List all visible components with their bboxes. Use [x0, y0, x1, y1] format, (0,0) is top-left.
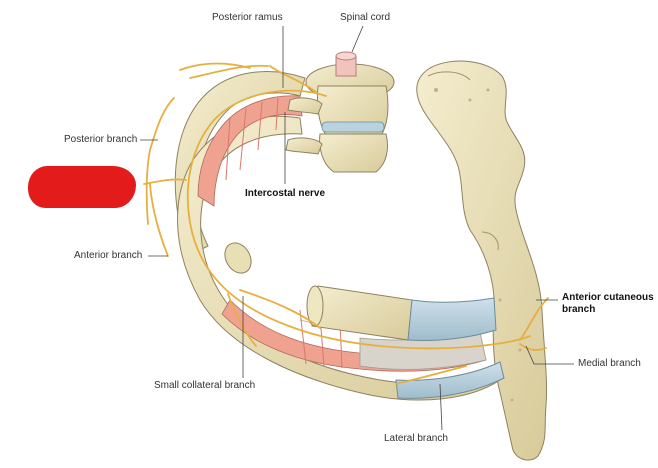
- label-lateral-branch: Lateral branch: [384, 433, 448, 444]
- spinal-cord: [335, 51, 357, 77]
- medial-branch: [519, 343, 547, 351]
- label-medial-branch: Medial branch: [578, 358, 641, 369]
- posterior-branch-twig: [145, 97, 175, 225]
- label-spinal-cord: Spinal cord: [340, 12, 391, 23]
- posterior-ramus: [269, 65, 317, 93]
- posterior-branch: [179, 62, 269, 79]
- leader-lines: [140, 25, 574, 431]
- costal-cartilage-upper: [407, 297, 497, 341]
- vertebra: [285, 63, 395, 173]
- intercostal-nerve: [186, 89, 531, 350]
- costal-cartilage-lower: [395, 361, 505, 399]
- lateral-branch: [395, 365, 467, 385]
- collateral-twig: [239, 289, 321, 329]
- label-anterior-cutaneous-line2: branch: [562, 304, 596, 315]
- anterior-rib-segment: [306, 285, 413, 341]
- nerves: [143, 62, 549, 385]
- anterior-branch-twig: [149, 183, 169, 257]
- sternum: [416, 60, 548, 461]
- anterior-cutaneous-branch: [519, 297, 549, 341]
- label-anterior-cutaneous-line1: Anterior cutaneous: [562, 292, 654, 303]
- label-small-collateral-branch: Small collateral branch: [154, 380, 256, 391]
- redaction-box: [28, 166, 136, 208]
- label-posterior-ramus: Posterior ramus: [212, 12, 283, 23]
- label-anterior-branch: Anterior branch: [74, 250, 143, 261]
- small-collateral-branch: [227, 293, 257, 347]
- label-intercostal-nerve: Intercostal nerve: [245, 188, 326, 199]
- label-posterior-branch: Posterior branch: [64, 134, 138, 145]
